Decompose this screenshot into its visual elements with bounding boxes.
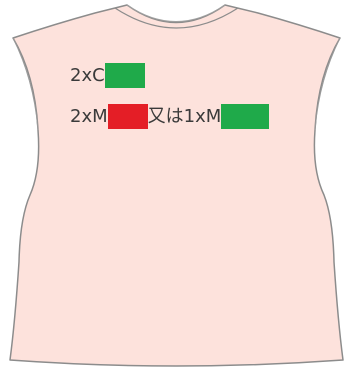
quantity-text-2xC: 2xC <box>70 63 105 89</box>
quantity-line-2: 2xM 又は1xM <box>70 104 269 130</box>
quantity-text-2xM: 2xM <box>70 104 108 130</box>
green-color-swatch <box>105 63 145 88</box>
quantity-text-or-1xM: 又は1xM <box>148 104 222 130</box>
red-color-swatch <box>108 104 148 129</box>
shirt-body <box>10 5 343 366</box>
quantity-line-1: 2xC <box>70 63 145 89</box>
green-color-swatch-2 <box>221 104 269 129</box>
